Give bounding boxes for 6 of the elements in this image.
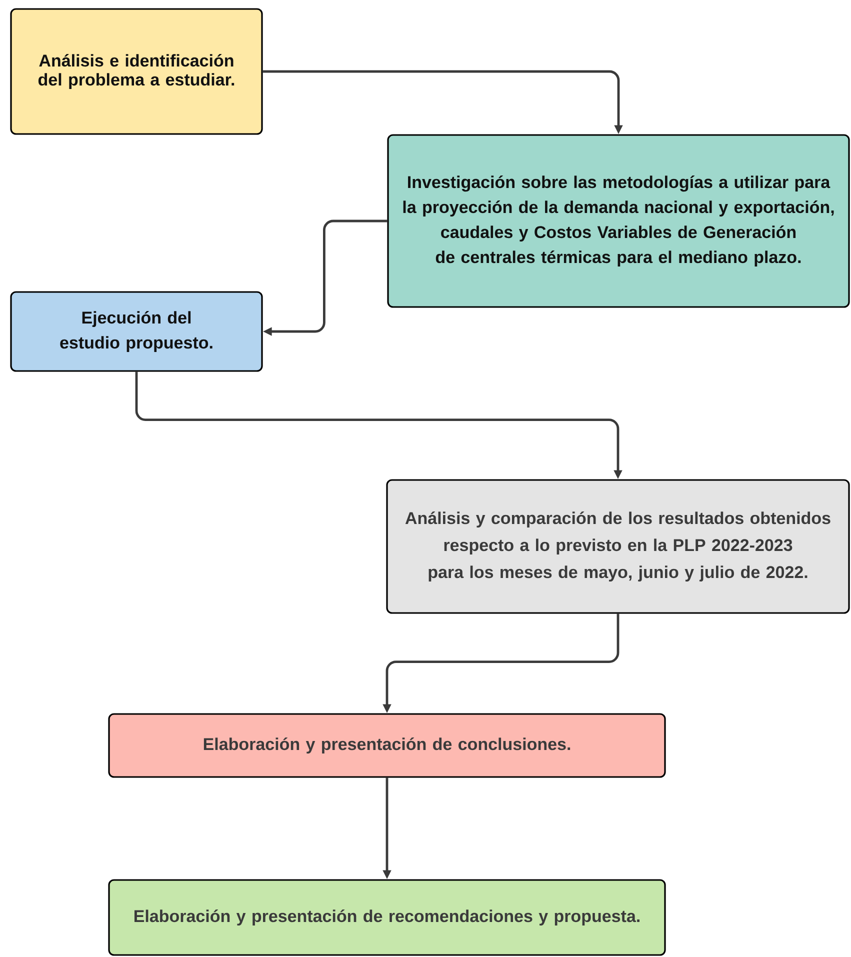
process-box: Ejecución del estudio propuesto.	[10, 291, 263, 372]
process-box: Investigación sobre las metodologías a utilizar para la proyección de la demanda nacional y exportación, caudales y Costos Variables de Generación de centrales térmicas para el mediano plazo.	[387, 134, 850, 308]
process-box: Elaboración y presentación de recomendaciones y propuesta.	[108, 879, 666, 956]
process-box: Análisis y comparación de los resultados obtenidos respecto a lo previsto en la PLP 2022-2023 para los meses de mayo, junio y julio de 2022.	[386, 479, 850, 614]
process-box: Elaboración y presentación de conclusiones.	[108, 713, 666, 778]
process-box: Análisis e identificación del problema a estudiar.	[10, 8, 263, 135]
